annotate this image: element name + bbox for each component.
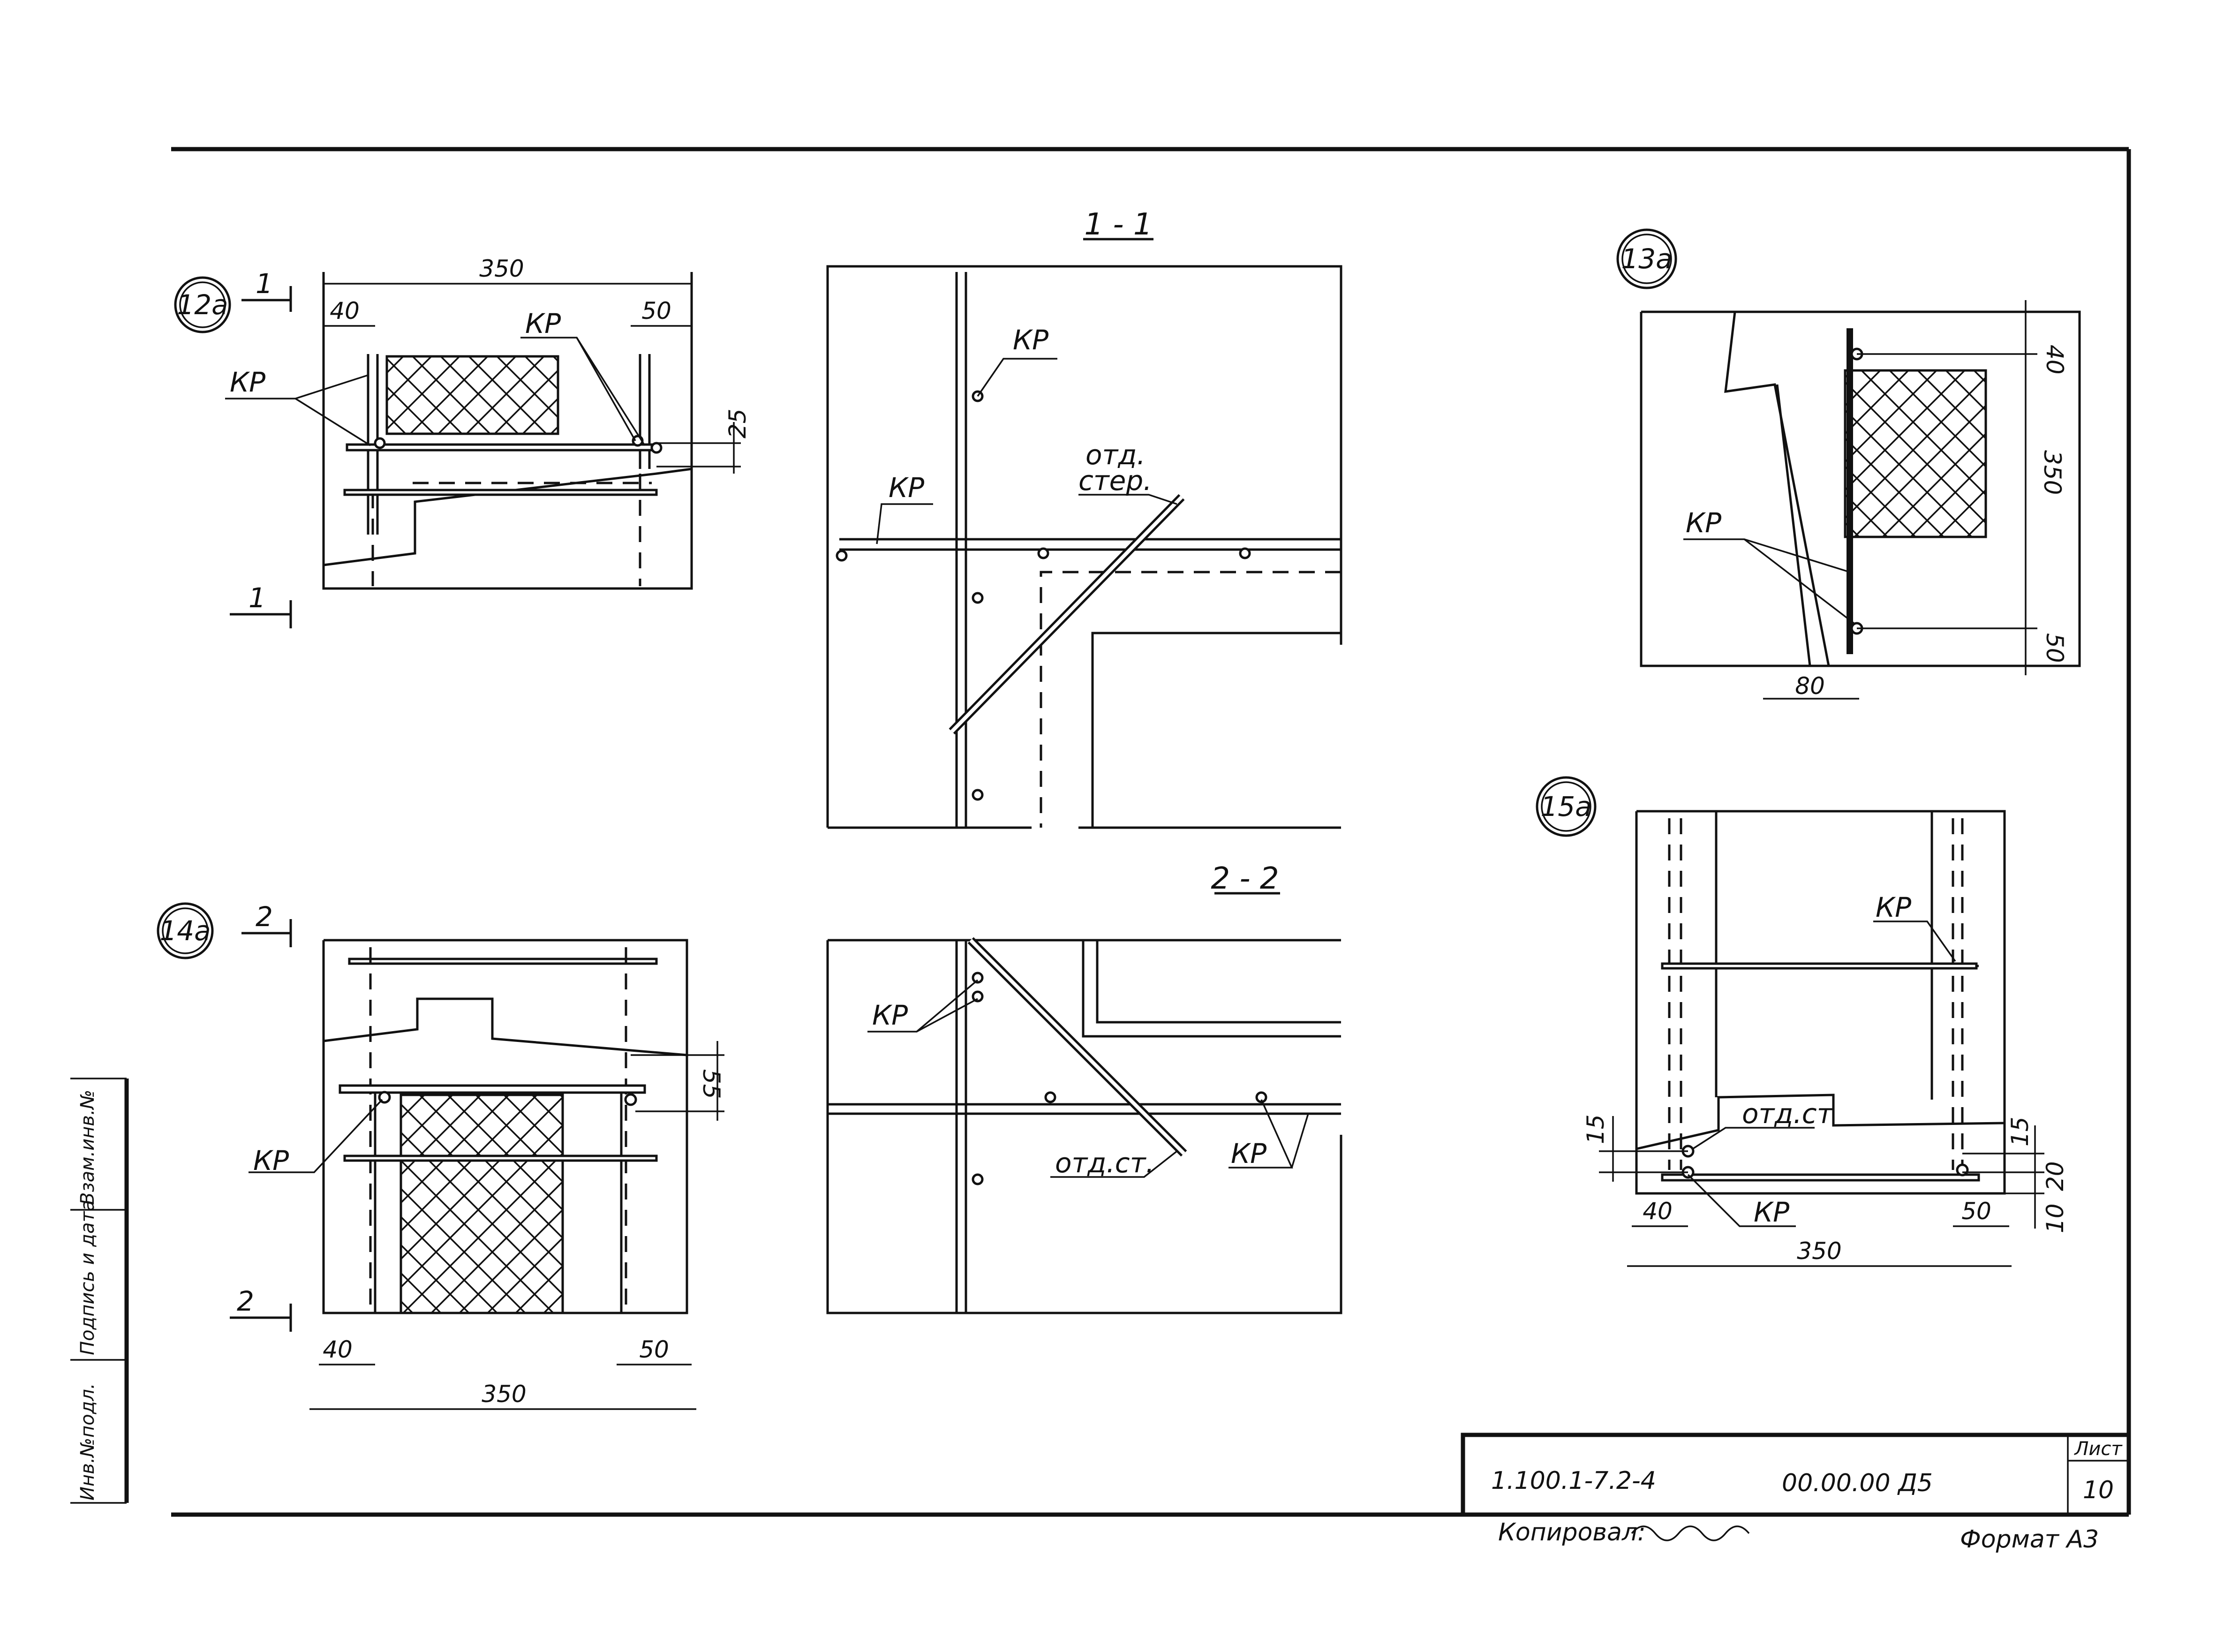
section-mark-1-bottom: 1 [249,582,266,614]
sheet-number: 10 [2083,1476,2114,1504]
node-15a-dim-left: 40 [1643,1198,1673,1225]
node-13a-dim-top: 40 [2041,345,2068,375]
stamp-inv-no: Инв.№подл. [77,1383,98,1501]
sheet-frame [171,147,2131,1517]
node-13a-rebar: КР [1686,507,1721,539]
node-14a-label: 14a [159,915,211,947]
node-12a-rebar-right: КР [525,308,561,339]
section-mark-2-top: 2 [256,901,273,933]
node-14a: 14a 2 2 55 40 50 350 КР [157,901,725,1410]
section-1-1-rebar-left: КР [889,472,924,504]
node-15a-dim-total: 350 [1797,1237,1841,1265]
node-15a-dim-right: 50 [1961,1198,1991,1225]
node-15a-dim-v1: 15 [1582,1114,1609,1144]
node-13a-dim-offset: 80 [1795,672,1825,700]
section-1-1-title: 1 - 1 [1084,207,1152,242]
section-1-1-note-2: стер. [1078,465,1152,497]
node-12a-dim-right: 50 [641,297,671,324]
stamp-signature-date: Подпись и дата [77,1200,98,1355]
node-12a-label: 12a [177,289,228,321]
node-12a-dim-vert: 25 [724,408,751,438]
node-13a-dim-total: 350 [2039,450,2066,495]
node-15a-dim-v3: 20 [2042,1161,2069,1191]
node-14a-dim-right: 50 [639,1336,669,1363]
section-2-2-note: отд.ст. [1055,1147,1154,1179]
sheet-label: Лист [2073,1438,2123,1460]
node-12a-rebar-left: КР [230,366,265,398]
footer: Копировал: Формат А3 [1498,1518,2099,1554]
section-2-2-rebar-right: КР [1231,1138,1266,1169]
copied-by-label: Копировал: [1498,1518,1646,1546]
drawing-number: 00.00.00 Д5 [1782,1469,1933,1497]
section-2-2: 2 - 2 КР отд.ст. КР [826,861,1342,1314]
node-15a-dim-v2: 15 [2006,1116,2034,1147]
node-13a: 13a 40 350 50 80 КР [1616,228,2081,700]
node-15a-label: 15a [1540,791,1591,822]
format-label: Формат А3 [1960,1525,2099,1554]
node-15a-rebar-top: КР [1876,891,1911,923]
node-14a-dim-total: 350 [482,1380,526,1408]
section-2-2-title: 2 - 2 [1211,861,1279,896]
node-15a-rebar-bottom: КР [1754,1196,1789,1228]
node-15a-rebar-note: отд.ст [1742,1098,1834,1130]
node-14a-rebar: КР [253,1145,289,1177]
node-12a-dim-total: 350 [479,255,524,282]
node-15a: 15a 15 15 20 10 40 50 350 КР [1536,776,2069,1267]
title-block: 1.100.1-7.2-4 00.00.00 Д5 Лист 10 [1461,1433,2129,1515]
node-12a-dim-left: 40 [330,297,360,324]
section-1-1-note-1: отд. [1085,439,1146,471]
side-stamp: Инв.№подл. Подпись и дата Взам.инв.№ [70,1078,129,1504]
node-15a-dim-v4: 10 [2042,1203,2069,1233]
copier-signature [1631,1525,1750,1541]
node-12a: 12a 1 1 350 40 50 25 КР [174,255,751,628]
node-13a-label: 13a [1621,243,1672,275]
stamp-replace-inv: Взам.инв.№ [77,1090,98,1205]
section-mark-2-bottom: 2 [237,1285,254,1317]
node-14a-dim-vert: 55 [698,1069,725,1099]
node-14a-dim-left: 40 [323,1336,353,1363]
section-1-1: 1 - 1 КР КР отд. стер. [826,207,1342,829]
section-mark-1-top: 1 [256,268,273,300]
node-13a-dim-bottom: 50 [2041,633,2068,663]
section-1-1-rebar-top: КР [1013,324,1048,356]
section-2-2-rebar-left: КР [872,999,908,1031]
doc-code: 1.100.1-7.2-4 [1491,1467,1656,1495]
